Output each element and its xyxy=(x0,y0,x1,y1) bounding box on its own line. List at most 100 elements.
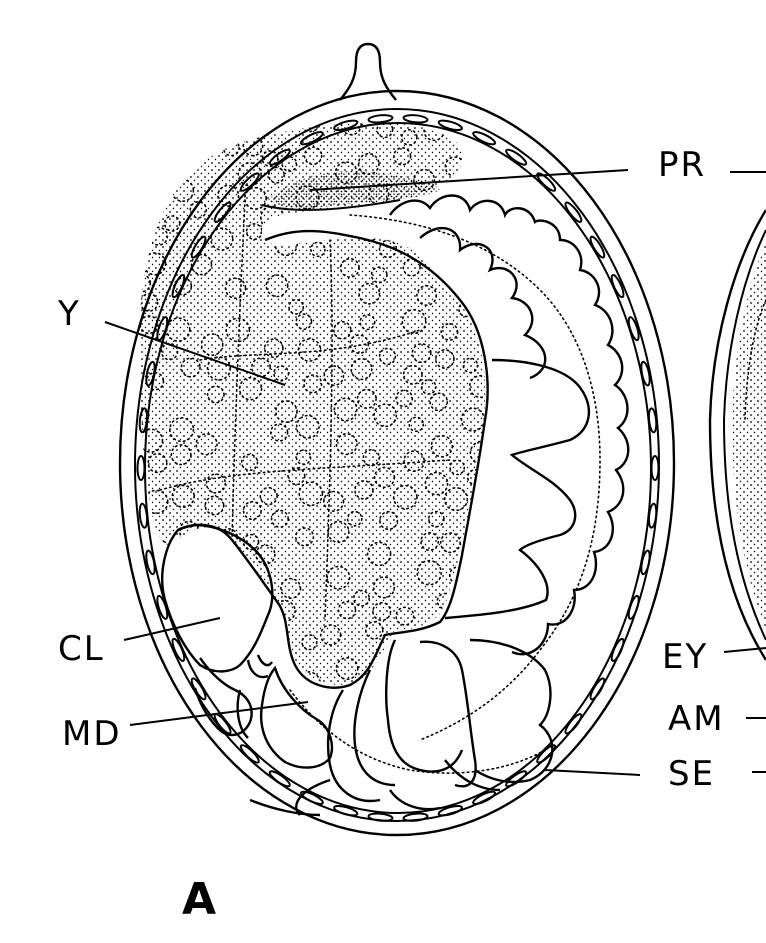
yolk-sphere xyxy=(364,620,384,640)
yolk-sphere xyxy=(352,589,370,607)
yolk-sphere xyxy=(274,400,298,424)
yolk-sphere xyxy=(298,481,324,507)
leader-se xyxy=(544,769,641,776)
leader-md xyxy=(129,701,309,726)
yolk-sphere xyxy=(160,342,179,361)
yolk-sphere xyxy=(366,541,392,567)
germ-band xyxy=(349,194,630,741)
yolk-sphere xyxy=(468,374,486,399)
yolk-sphere xyxy=(265,274,289,298)
label-y: Y xyxy=(57,294,81,334)
yolk-sphere xyxy=(372,601,392,622)
yolk-sphere xyxy=(443,487,469,512)
yolk-sphere xyxy=(438,203,461,226)
serosa-cell xyxy=(171,637,186,662)
yolk-sphere xyxy=(310,241,326,258)
serosa-cell xyxy=(589,677,606,701)
yolk-sphere xyxy=(340,122,362,136)
yolk-sphere xyxy=(337,600,357,620)
yolk-sphere xyxy=(323,490,345,512)
yolk-sphere xyxy=(215,558,232,575)
yolk-sphere xyxy=(261,150,279,168)
yolk-sphere xyxy=(440,322,459,341)
adjacent-egg xyxy=(708,209,766,661)
yolk-sphere xyxy=(335,433,358,456)
yolk-sphere xyxy=(303,374,323,394)
yolk-sphere xyxy=(424,471,449,496)
yolk-sphere xyxy=(439,532,461,554)
yolk-sphere xyxy=(401,308,427,335)
serosa-cell xyxy=(299,790,324,805)
yolk-sphere xyxy=(280,577,302,600)
yolk-sphere xyxy=(200,333,224,357)
yolk-sphere xyxy=(474,618,486,643)
yolk-sphere xyxy=(298,122,322,133)
yolk-sphere xyxy=(240,453,259,471)
yolk-sphere xyxy=(400,128,418,146)
yolk-sphere xyxy=(434,349,455,369)
yolk-sphere xyxy=(231,652,255,676)
yolk-sphere xyxy=(393,147,412,166)
yolk-sphere xyxy=(339,257,360,278)
yolk-sphere xyxy=(166,317,191,342)
leader-lines xyxy=(104,169,766,776)
yolk-sphere xyxy=(139,122,149,135)
serosa-cell xyxy=(402,812,429,822)
yolk-sphere xyxy=(148,122,173,147)
yolk-sphere xyxy=(356,388,377,410)
serosa-cell xyxy=(367,114,394,124)
yolk-sphere xyxy=(263,338,284,359)
yolk-sphere xyxy=(416,284,438,306)
yolk-sphere xyxy=(180,357,201,378)
serosa-cell xyxy=(505,148,528,166)
yolk-sphere xyxy=(189,201,208,219)
yolk-sphere xyxy=(161,155,179,173)
procephalon xyxy=(261,171,440,211)
yolk-sphere xyxy=(180,596,197,613)
serosa-cell xyxy=(239,744,260,764)
yolk-sphere xyxy=(206,356,232,381)
yolk-sphere xyxy=(139,315,159,335)
yolk-sphere xyxy=(477,496,486,519)
yolk-sphere xyxy=(335,656,359,680)
serosa-cell xyxy=(640,549,651,576)
yolk-sphere xyxy=(373,403,398,428)
serosa-cell xyxy=(333,805,359,817)
yolk-sphere xyxy=(267,166,285,184)
serosa-cell xyxy=(402,114,429,124)
yolk-sphere xyxy=(327,520,350,544)
leader-ey xyxy=(723,647,766,653)
yolk-sphere xyxy=(477,203,486,228)
yolk-sphere xyxy=(370,266,388,284)
yolk-sphere xyxy=(395,389,414,408)
yolk-sphere xyxy=(420,378,437,395)
yolk-sphere xyxy=(237,162,262,187)
yolk-sphere xyxy=(249,122,272,136)
yolk-sphere xyxy=(362,449,380,467)
serosa-cell xyxy=(268,770,291,788)
yolk-sphere xyxy=(259,486,278,506)
yolk-sphere xyxy=(295,313,313,331)
yolk-sphere xyxy=(140,656,162,678)
clypeolabrum xyxy=(161,523,274,673)
mandible xyxy=(193,654,334,769)
yolk-sphere xyxy=(411,343,432,364)
yolk-sphere xyxy=(190,253,213,276)
serosa-cell xyxy=(627,594,640,620)
leader-cl xyxy=(123,617,221,641)
serosa-cell xyxy=(138,502,149,529)
yolk-sphere xyxy=(441,265,458,282)
yolk-sphere xyxy=(143,252,167,276)
yolk-sphere xyxy=(149,226,169,246)
serosa-cell xyxy=(136,455,146,481)
appendages xyxy=(249,638,554,817)
serosa-cell xyxy=(627,316,640,342)
yolk-sphere xyxy=(225,317,251,343)
yolk-sphere xyxy=(173,277,193,296)
yolk-sphere xyxy=(171,484,195,508)
yolk-sphere xyxy=(429,392,449,412)
yolk-sphere xyxy=(350,358,373,381)
yolk-sphere xyxy=(197,136,214,154)
label-se: SE xyxy=(668,754,715,794)
